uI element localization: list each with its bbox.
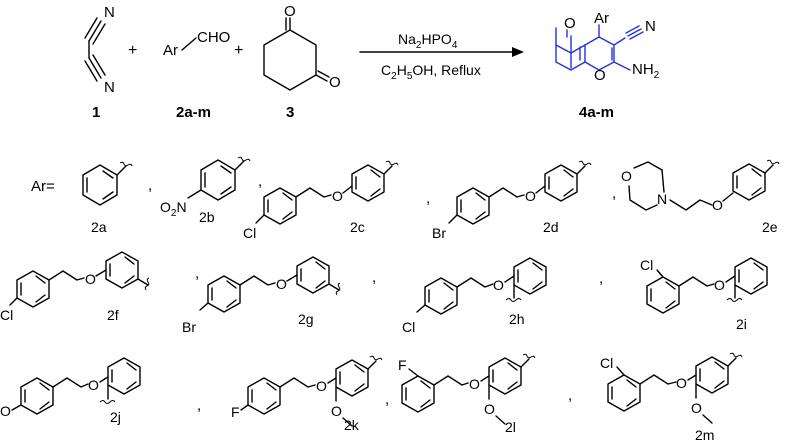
methoxy-o: O xyxy=(331,403,342,419)
chloro-atom: Cl xyxy=(243,225,256,241)
compound-label-2: 2a-m xyxy=(176,104,211,121)
compound-label-1: 1 xyxy=(92,104,100,121)
separator: , xyxy=(258,173,262,190)
separator: , xyxy=(148,177,152,194)
substituent-2b: O2N 2b xyxy=(160,156,251,225)
substituent-label: 2j xyxy=(110,409,121,425)
ether-o: O xyxy=(332,188,343,204)
morpholine-n: N xyxy=(657,191,667,207)
ether-o: O xyxy=(714,277,725,293)
ar-group: Ar xyxy=(594,10,609,27)
substituent-2l: F O O 2l xyxy=(398,353,536,435)
atom-n: N xyxy=(104,4,115,21)
solvent-label: C2H5OH, Reflux xyxy=(381,62,481,82)
substituent-label: 2e xyxy=(762,219,778,235)
methoxy-o: O xyxy=(484,401,495,417)
substituent-2i: Cl O 2i xyxy=(640,257,768,332)
nh2-group: NH2 xyxy=(632,61,660,81)
separator: , xyxy=(372,269,376,286)
substituent-label: 2h xyxy=(509,311,525,327)
bromo-atom: Br xyxy=(432,225,446,241)
atom-o: O xyxy=(564,15,576,32)
ether-o: O xyxy=(276,276,287,292)
substituent-label: 2c xyxy=(350,219,365,235)
reactant-cyclohexanedione: O O 3 xyxy=(263,3,341,121)
substituent-label: 2d xyxy=(543,219,559,235)
substituent-2j: O O 2j xyxy=(0,357,141,425)
atom-n: N xyxy=(645,18,656,35)
plus-sign: + xyxy=(234,42,243,59)
substituent-label: 2l xyxy=(505,419,516,435)
fluoro-atom: F xyxy=(231,404,240,420)
substituent-2f: Cl O 2f xyxy=(0,251,150,323)
reactant-aldehyde: Ar CHO 2a-m xyxy=(163,29,230,121)
methoxy-o: O xyxy=(0,403,11,419)
separator: , xyxy=(599,270,603,287)
substituent-label: 2f xyxy=(107,307,119,323)
ether-o: O xyxy=(493,277,504,293)
separator: , xyxy=(612,185,616,202)
plus-sign: + xyxy=(128,42,137,59)
ether-o: O xyxy=(85,271,96,287)
ether-o: O xyxy=(88,377,99,393)
atom-o: O xyxy=(284,3,296,20)
reactant-malononitrile: N N 1 xyxy=(84,4,115,121)
substituent-2e: O N O 2e xyxy=(621,159,780,235)
ar-definition-prefix: Ar= xyxy=(31,178,55,195)
cho-group: CHO xyxy=(197,29,230,46)
chloro-atom: Cl xyxy=(600,355,613,371)
substituent-label: 2m xyxy=(695,427,714,443)
substituent-2d: Br O 2d xyxy=(432,160,592,241)
substituent-2c: Cl O 2c xyxy=(243,160,399,241)
compound-label-3: 3 xyxy=(286,104,294,121)
chloro-atom: Cl xyxy=(402,319,415,335)
separator: , xyxy=(568,387,572,404)
chloro-atom: Cl xyxy=(640,257,653,273)
ether-o: O xyxy=(469,376,480,392)
separator: , xyxy=(426,190,430,207)
morpholine-o: O xyxy=(621,168,632,184)
separator: , xyxy=(385,391,389,408)
ether-o: O xyxy=(525,188,536,204)
substituent-label: 2b xyxy=(199,209,215,225)
substituent-label: 2k xyxy=(344,417,360,433)
reaction-arrow xyxy=(359,47,524,57)
substituent-label: 2i xyxy=(736,316,747,332)
ar-group: Ar xyxy=(163,42,178,59)
atom-o: O xyxy=(594,67,606,84)
substituent-2h: Cl O 2h xyxy=(402,257,547,335)
substituent-2g: Br O 2g xyxy=(182,256,341,335)
ether-o: O xyxy=(712,197,723,213)
separator: , xyxy=(197,397,201,414)
substituent-label: 2a xyxy=(91,219,107,235)
nitro-group: O2N xyxy=(160,199,187,219)
reagent-label: Na2HPO4 xyxy=(398,31,458,51)
substituent-2k: F O O 2k xyxy=(231,355,383,433)
substituent-label: 2g xyxy=(298,311,314,327)
methoxy-o: O xyxy=(691,400,702,416)
ether-o: O xyxy=(316,378,327,394)
bromo-atom: Br xyxy=(182,319,196,335)
fluoro-atom: F xyxy=(398,357,407,373)
compound-label-4: 4a-m xyxy=(579,104,614,121)
chloro-atom: Cl xyxy=(0,307,13,323)
atom-o: O xyxy=(329,74,341,91)
atom-n: N xyxy=(104,79,115,96)
ether-o: O xyxy=(676,375,687,391)
substituent-2m: Cl O O 2m xyxy=(600,352,743,443)
product-chromene: O Ar N O NH2 4a-m xyxy=(555,10,660,121)
substituent-2a: 2a xyxy=(82,161,133,235)
separator: , xyxy=(195,265,199,282)
